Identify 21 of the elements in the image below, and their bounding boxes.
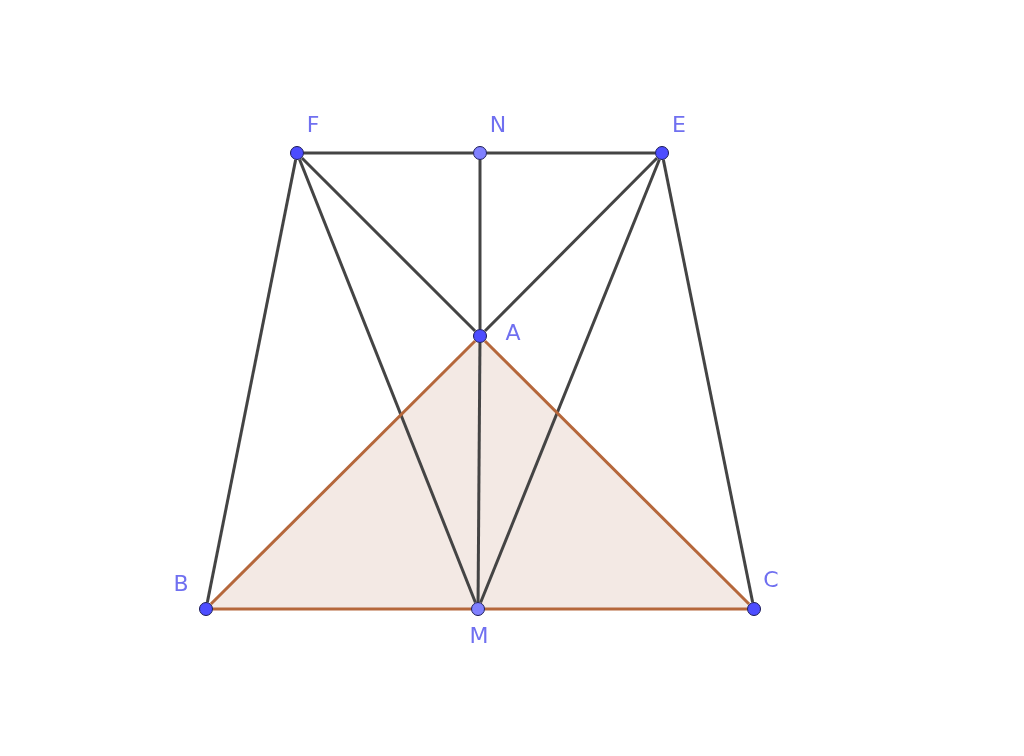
line-segment	[487, 151, 655, 155]
point-label: F	[305, 113, 321, 137]
line-segment	[483, 156, 659, 333]
point-label: N	[488, 113, 508, 137]
point-label: B	[172, 572, 190, 596]
line-segment	[661, 159, 755, 603]
line-segment	[476, 343, 482, 602]
line-segment	[478, 160, 482, 329]
line-segment	[300, 156, 477, 333]
line-segment	[304, 151, 473, 155]
point-label: C	[762, 568, 780, 592]
point-label: M	[469, 624, 489, 648]
line-segment	[298, 158, 477, 604]
line-segment	[483, 339, 751, 606]
line-segment	[479, 158, 661, 604]
point-label: E	[671, 113, 687, 137]
line-segment	[209, 339, 477, 606]
line-segment	[213, 607, 471, 611]
line-segment	[485, 607, 747, 611]
line-segment	[205, 159, 298, 603]
point-label: A	[504, 321, 522, 345]
